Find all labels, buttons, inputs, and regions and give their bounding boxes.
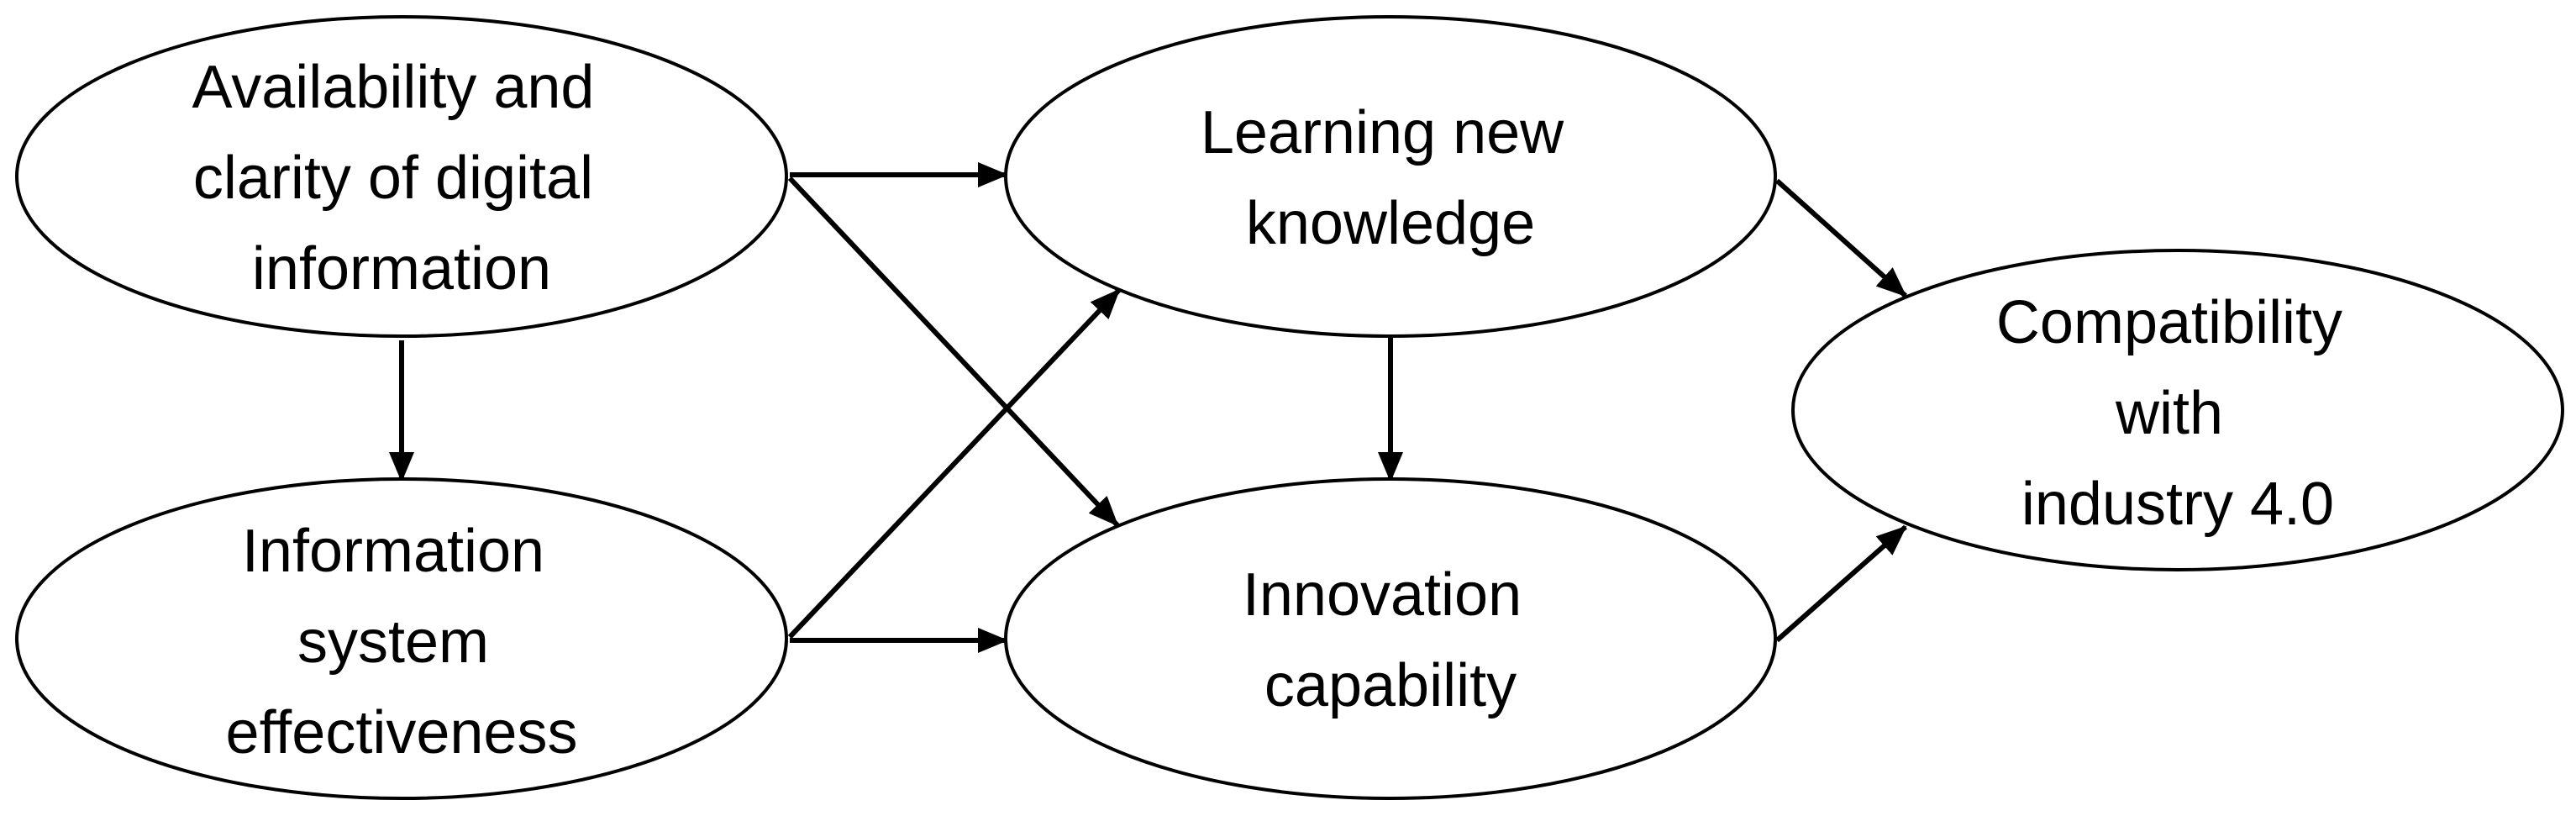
- node-availability: Availability and clarity of digital info…: [15, 15, 788, 338]
- node-is-effectiveness-line-2: system: [297, 608, 489, 676]
- node-is-effectiveness-line-3: effectiveness: [226, 699, 578, 766]
- node-compatibility: Compatibility with industry 4.0: [1791, 249, 2564, 571]
- node-learning-line-1: Learning new: [1201, 99, 1564, 166]
- node-compatibility-line-3: industry 4.0: [2021, 471, 2334, 538]
- node-innovation-line-1: Innovation: [1243, 561, 1522, 629]
- node-learning-label: Learning new knowledge: [1201, 99, 1580, 257]
- node-is-effectiveness-label: Information system effectiveness: [226, 518, 578, 766]
- edge-learning-to-compatibility: [1774, 178, 1908, 298]
- node-innovation: Innovation capability: [1004, 477, 1777, 800]
- node-innovation-label: Innovation capability: [1243, 561, 1538, 719]
- node-learning-line-2: knowledge: [1246, 190, 1535, 257]
- edge-availability-to-innovation: [787, 176, 1120, 528]
- node-availability-line-3: information: [252, 235, 551, 303]
- edge-is-effectiveness-to-learning: [787, 287, 1122, 640]
- edge-innovation-to-compatibility: [1775, 524, 1907, 643]
- node-availability-ellipse: [15, 15, 788, 338]
- node-learning-ellipse: [1004, 15, 1777, 338]
- node-compatibility-label: Compatibility with industry 4.0: [1996, 289, 2359, 538]
- node-learning: Learning new knowledge: [1004, 15, 1777, 338]
- node-is-effectiveness-ellipse: [15, 477, 788, 800]
- node-availability-line-2: clarity of digital: [193, 145, 593, 212]
- edges-layer: [389, 162, 1908, 653]
- node-innovation-line-2: capability: [1264, 652, 1517, 719]
- node-availability-line-1: Availability and: [192, 54, 595, 121]
- node-compatibility-line-2: with: [2115, 380, 2223, 447]
- node-availability-label: Availability and clarity of digital info…: [192, 54, 612, 303]
- node-is-effectiveness-line-1: Information: [242, 518, 544, 585]
- node-is-effectiveness: Information system effectiveness: [15, 477, 788, 800]
- node-compatibility-ellipse: [1791, 249, 2564, 571]
- node-innovation-ellipse: [1004, 477, 1777, 800]
- node-compatibility-line-1: Compatibility: [1996, 289, 2342, 356]
